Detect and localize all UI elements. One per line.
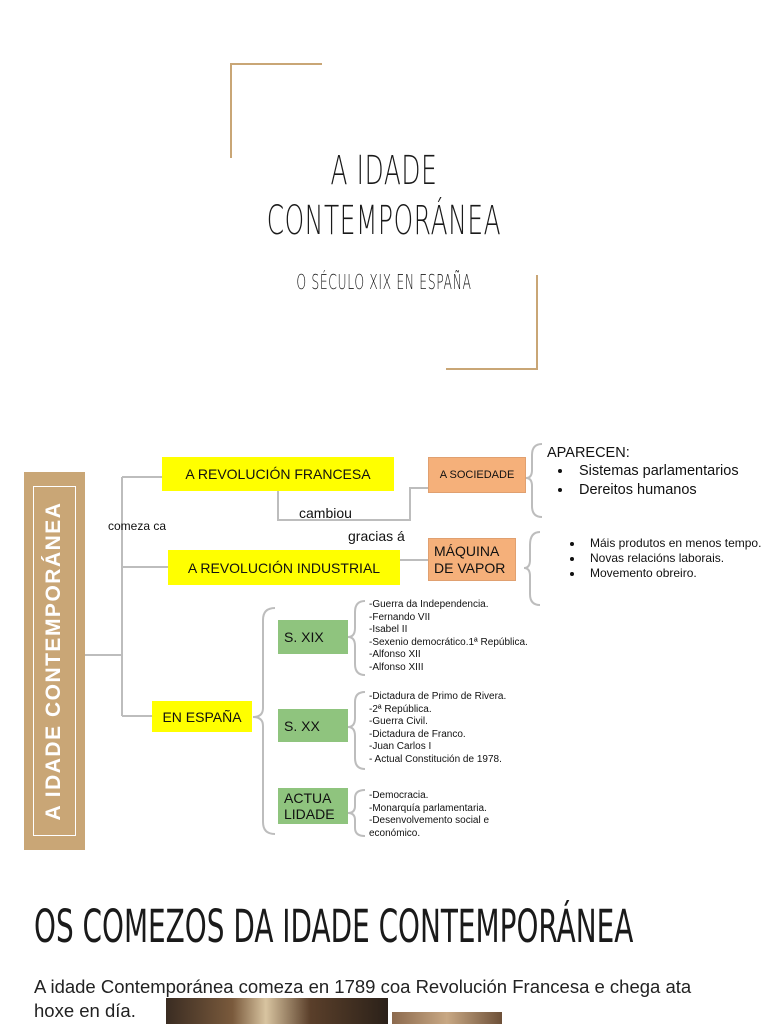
maquina-consequences-list: Máis produtos en menos tempo. Novas rela…: [558, 536, 768, 581]
section-paragraph: A idade Contemporánea comeza en 1789 coa…: [34, 975, 754, 1023]
box-revolucion-francesa-label: A REVOLUCIÓN FRANCESA: [185, 466, 371, 482]
paragraph-line1: A idade Contemporánea comeza en 1789 coa…: [34, 976, 692, 997]
box-maquina-line2: DE VAPOR: [434, 559, 506, 576]
box-s-xx: S. XX: [278, 709, 348, 742]
box-a-sociedade-label: A SOCIEDADE: [439, 469, 515, 481]
box-revolucion-francesa: A REVOLUCIÓN FRANCESA: [162, 457, 394, 491]
list-item: -Juan Carlos I: [369, 741, 432, 752]
list-item: Movemento obreiro.: [584, 566, 768, 581]
list-item: -Guerra Civil.: [369, 716, 428, 727]
box-actualidade-line2: LIDADE: [284, 806, 335, 822]
list-item: Dereitos humanos: [573, 482, 753, 500]
comeza-label: comeza ca: [108, 519, 167, 533]
page-title-line1: A IDADE: [330, 148, 438, 194]
list-item: - Actual Constitución de 1978.: [369, 753, 502, 765]
list-item: -Guerra da Independencia.: [369, 599, 489, 610]
box-maquina-line1: MÁQUINA: [434, 542, 500, 559]
list-item: -Desenvolvemento social e: [369, 815, 490, 826]
list-item: -Dictadura de Primo de Rivera.: [369, 691, 507, 702]
box-s-xx-label: S. XX: [284, 717, 320, 734]
box-en-espana: EN ESPAÑA: [152, 701, 252, 732]
list-item: económico.: [369, 827, 421, 839]
diagram-connectors: [85, 443, 543, 837]
list-item: Sistemas parlamentarios: [573, 463, 753, 481]
painting-image: [166, 998, 388, 1024]
paragraph-line2: hoxe en día.: [34, 1000, 136, 1021]
box-s-xix-label: S. XIX: [284, 629, 324, 645]
page-subtitle: O SÉCULO XIX EN ESPAÑA: [296, 270, 472, 294]
sidebar-banner-inner-frame: [33, 486, 76, 836]
list-item: -2ª República.: [369, 703, 432, 715]
sxix-list: -Guerra da Independencia. -Fernando VII …: [369, 599, 528, 674]
actualidade-list: -Democracia. -Monarquía parlamentaria. -…: [369, 790, 489, 840]
sidebar-banner-label: A IDADE CONTEMPORÁNEA: [42, 501, 65, 821]
aparecen-list: Sistemas parlamentarios Dereitos humanos: [547, 463, 753, 499]
list-item: Novas relacións laborais.: [584, 551, 768, 566]
list-item: -Sexenio democrático.1ª República.: [369, 636, 528, 648]
page-title-line2: CONTEMPORÁNEA: [266, 198, 502, 244]
box-s-xix: S. XIX: [278, 620, 348, 654]
list-item: -Democracia.: [369, 790, 429, 801]
frame-bottom-right-horizontal: [446, 368, 538, 370]
frame-top-left-horizontal: [230, 63, 322, 65]
list-item: -Alfonso XII: [369, 649, 421, 660]
list-item: -Alfonso XIII: [369, 661, 424, 673]
box-en-espana-label: EN ESPAÑA: [162, 708, 242, 725]
box-actualidade: ACTUA LIDADE: [278, 788, 348, 824]
cambiou-label: cambiou: [299, 505, 352, 521]
section-heading: OS COMEZOS DA IDADE CONTEMPORÁNEA: [34, 900, 634, 953]
box-a-sociedade: A SOCIEDADE: [428, 457, 526, 493]
list-item: -Monarquía parlamentaria.: [369, 802, 487, 814]
box-maquina-de-vapor: MÁQUINA DE VAPOR: [428, 538, 516, 581]
box-actualidade-line1: ACTUA: [284, 790, 332, 806]
list-item: -Isabel II: [369, 624, 408, 635]
box-revolucion-industrial-label: A REVOLUCIÓN INDUSTRIAL: [187, 559, 381, 576]
box-revolucion-industrial: A REVOLUCIÓN INDUSTRIAL: [168, 550, 400, 585]
gracias-label: gracias á: [348, 528, 405, 544]
sidebar-banner: A IDADE CONTEMPORÁNEA: [24, 472, 85, 850]
sxx-list: -Dictadura de Primo de Rivera. -2ª Repúb…: [369, 691, 506, 766]
list-item: -Fernando VII: [369, 611, 431, 623]
frame-top-left-vertical: [230, 63, 232, 158]
list-item: -Dictadura de Franco.: [369, 728, 466, 740]
list-item: Máis produtos en menos tempo.: [584, 536, 768, 551]
aparecen-title: APARECEN:: [547, 445, 630, 461]
second-image: [392, 1012, 502, 1024]
frame-bottom-right-vertical: [536, 275, 538, 370]
